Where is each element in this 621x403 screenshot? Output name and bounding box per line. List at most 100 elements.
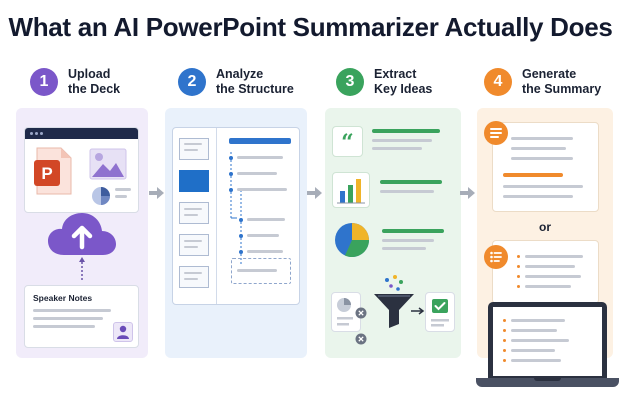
bullet-icon (503, 339, 506, 342)
bullet-icon (517, 285, 520, 288)
flow-arrow-icon (307, 187, 322, 199)
slide-thumbnail (179, 234, 209, 256)
user-icon (117, 325, 129, 339)
text-line (372, 139, 432, 142)
extracted-idea-card (425, 292, 455, 332)
text-line (237, 156, 283, 159)
structure-window (172, 127, 300, 305)
step-4-number: 4 (484, 68, 512, 96)
remove-icon (355, 307, 367, 319)
pie-chart-icon (335, 223, 369, 258)
step-2-label-line1: Analyze (216, 67, 264, 81)
text-line (115, 188, 131, 191)
text-line (380, 190, 434, 193)
bullet-icon (503, 319, 506, 322)
document-list-icon (484, 121, 508, 145)
text-line (503, 185, 583, 188)
text-line (184, 208, 202, 210)
image-slide-icon (89, 148, 127, 180)
bullet-icon (517, 275, 520, 278)
text-line (525, 255, 583, 258)
window-dot-icon (35, 132, 38, 135)
or-label: or (539, 220, 551, 234)
flow-arrow-icon (460, 187, 475, 199)
text-line (184, 214, 198, 216)
laptop-display (493, 307, 602, 376)
step-1-label: Upload the Deck (68, 67, 120, 97)
structure-tree-icon (229, 152, 243, 266)
text-line (237, 188, 287, 191)
step-3-label-line1: Extract (374, 67, 417, 81)
text-line (511, 329, 557, 332)
text-line (33, 309, 111, 312)
summary-highlight (503, 173, 563, 177)
step-3-label-line2: Key Ideas (374, 82, 433, 96)
bullet-summary-card (492, 240, 599, 304)
speaker-notes-card: Speaker Notes (24, 285, 139, 348)
dotted-arrow-up-icon (79, 257, 85, 280)
window-dot-icon (30, 132, 33, 135)
step-3-number: 3 (336, 68, 364, 96)
checklist-icon (431, 299, 449, 327)
slide-thumbnail (179, 266, 209, 288)
step-3-label: Extract Key Ideas (374, 67, 432, 97)
outline-heading (229, 138, 291, 144)
step-4-header: 4 Generate the Summary (484, 64, 601, 100)
bullet-icon (503, 329, 506, 332)
step-2-number: 2 (178, 68, 206, 96)
bullet-icon (503, 359, 506, 362)
step-4-label: Generate the Summary (522, 67, 601, 97)
bar-chart-icon (337, 179, 365, 204)
text-line (247, 234, 279, 237)
filter-funnel-icon (374, 275, 414, 328)
step-2-header: 2 Analyze the Structure (178, 64, 294, 100)
bullet-list-icon (484, 245, 508, 269)
summary-document (492, 122, 599, 212)
bullet-icon (503, 349, 506, 352)
step-3-header: 3 Extract Key Ideas (336, 64, 432, 100)
slide-thumbnails (173, 128, 217, 304)
quote-card: “ (332, 126, 363, 157)
laptop-screen (488, 302, 607, 378)
text-line (511, 157, 573, 160)
step-2-label: Analyze the Structure (216, 67, 294, 97)
bullet-icon (517, 255, 520, 258)
remove-icon (355, 333, 367, 345)
text-line (525, 275, 581, 278)
pie-chart-icon (337, 298, 353, 326)
key-idea-line (380, 180, 442, 184)
key-idea-line (382, 229, 444, 233)
pie-chart-icon (92, 187, 110, 205)
bar-chart-card (332, 172, 370, 208)
text-line (511, 319, 565, 322)
step-1-label-line1: Upload (68, 67, 111, 81)
deck-window: P (24, 127, 139, 213)
text-line (525, 285, 571, 288)
text-line (525, 265, 575, 268)
grouped-section (231, 258, 291, 284)
text-line (184, 240, 202, 242)
text-line (382, 247, 426, 250)
presenter-avatar (113, 322, 133, 342)
text-line (511, 339, 569, 342)
window-dot-icon (40, 132, 43, 135)
slide-thumbnail-selected (179, 170, 209, 192)
flow-arrow-icon (149, 187, 164, 199)
step-2-label-line2: the Structure (216, 82, 294, 96)
text-line (511, 359, 561, 362)
text-line (184, 272, 202, 274)
page-title: What an AI PowerPoint Summarizer Actuall… (8, 12, 613, 42)
text-line (511, 147, 566, 150)
laptop-base (476, 378, 619, 387)
step-4-label-line2: the Summary (522, 82, 602, 96)
text-line (184, 246, 198, 248)
text-line (237, 172, 277, 175)
key-idea-line (372, 129, 440, 133)
text-line (33, 317, 103, 320)
text-line (115, 195, 127, 198)
text-line (372, 147, 422, 150)
text-line (33, 325, 95, 328)
text-line (247, 250, 283, 253)
slide-thumbnail (179, 202, 209, 224)
text-line (184, 278, 198, 280)
